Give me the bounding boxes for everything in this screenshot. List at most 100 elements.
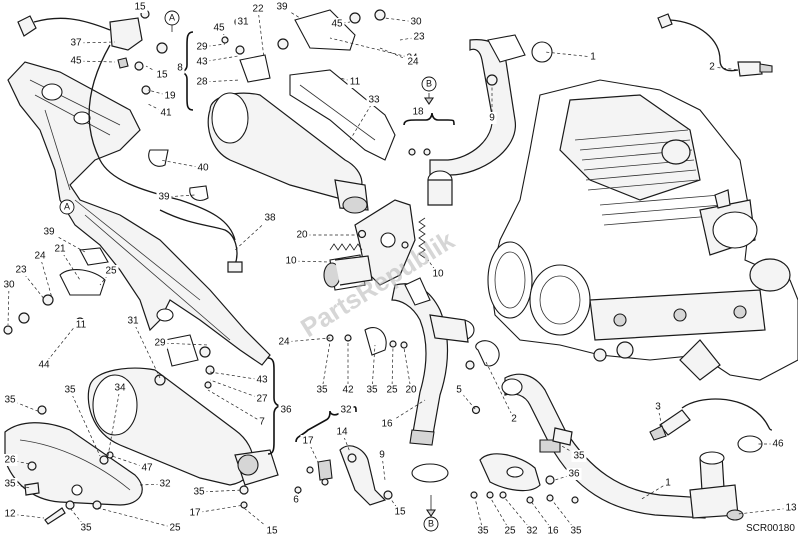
- callout-label-bg: [1, 279, 17, 291]
- callout-label: 29: [154, 338, 166, 349]
- callout-label: 35: [570, 526, 582, 537]
- front-down-pipe: [391, 277, 481, 483]
- callout-label-bg: [152, 337, 168, 349]
- callout-label-bg: [300, 435, 316, 447]
- callout-label-bg: [175, 62, 185, 74]
- callout-label-bg: [2, 394, 18, 406]
- callout-label: 35: [316, 385, 328, 396]
- callout-label-bg: [68, 37, 84, 49]
- spring-right: [418, 217, 426, 259]
- callout-label-bg: [162, 90, 178, 102]
- callout-label-bg: [2, 478, 18, 490]
- callout-label-bg: [41, 226, 57, 238]
- callout-label-bg: [329, 18, 345, 30]
- callout-label: 34: [114, 383, 126, 394]
- ref-marker-a-top: A: [164, 10, 180, 32]
- callout-label: 25: [504, 526, 516, 537]
- callout-label: 24: [278, 337, 290, 348]
- callout-label: 1: [665, 478, 671, 489]
- callout-label-bg: [264, 525, 280, 537]
- callout-label: 8: [177, 63, 183, 74]
- callout-label: 31: [127, 316, 139, 327]
- callout-label: 35: [193, 487, 205, 498]
- callout-label-bg: [487, 112, 497, 124]
- callout-label-bg: [783, 502, 798, 514]
- lower-muffler: [87, 334, 279, 486]
- callout-leader: [69, 389, 101, 457]
- callout-label: 32: [340, 405, 352, 416]
- callout-label-bg: [653, 401, 663, 413]
- callout-leader: [737, 507, 792, 515]
- callout-label: 9: [379, 450, 385, 461]
- callout-label: 7: [259, 417, 265, 428]
- callout-label-bg: [340, 384, 356, 396]
- callout-label: 42: [342, 385, 354, 396]
- callout-leader: [711, 66, 741, 71]
- callout-label: 25: [386, 385, 398, 396]
- callout-label: 35: [366, 385, 378, 396]
- callout-leader: [7, 284, 10, 326]
- callout-label: 23: [413, 32, 425, 43]
- callout-label-bg: [132, 1, 148, 13]
- callout-label-bg: [663, 477, 673, 489]
- callout-label: 17: [189, 508, 201, 519]
- callout-label: 35: [80, 523, 92, 534]
- callout-leader: [139, 483, 166, 486]
- callout-label-bg: [187, 507, 203, 519]
- callout-leader: [283, 337, 331, 343]
- callout-label-bg: [194, 76, 210, 88]
- callout-label: 29: [196, 42, 208, 53]
- callout-label: 15: [134, 2, 146, 13]
- rear-subframe: [7, 61, 271, 366]
- callout-label-bg: [32, 250, 48, 262]
- callout-label: 35: [64, 385, 76, 396]
- callout-leader: [458, 389, 477, 411]
- callout-leader: [147, 103, 167, 114]
- ref-marker-b-top: B: [421, 76, 437, 105]
- callout-leader: [341, 431, 351, 453]
- callout-label: 45: [331, 19, 343, 30]
- callout-label-bg: [338, 404, 354, 416]
- oxygen-sensor-connector: [17, 9, 236, 241]
- sensor-clips: [539, 427, 573, 453]
- callout-leader: [371, 344, 376, 391]
- callout-leader: [349, 99, 375, 141]
- callout-label-bg: [291, 494, 301, 506]
- callout-label-bg: [403, 384, 419, 396]
- callout-label-bg: [78, 522, 94, 534]
- callout-label-bg: [379, 418, 395, 430]
- callout-label: 13: [785, 503, 797, 514]
- callout-label-bg: [139, 462, 155, 474]
- callout-label-bg: [377, 449, 387, 461]
- svg-text:A: A: [169, 12, 175, 22]
- callout-label: 25: [169, 523, 181, 534]
- callout-label-bg: [314, 384, 330, 396]
- callout-label: 39: [43, 227, 55, 238]
- callout-label: 37: [70, 38, 82, 49]
- callout-label: 20: [405, 385, 417, 396]
- callout-label: 10: [432, 269, 444, 280]
- upper-muffler: [207, 69, 396, 214]
- callout-label-bg: [524, 525, 540, 537]
- callout-label-bg: [167, 522, 183, 534]
- callout-label-bg: [62, 384, 78, 396]
- callout-leader: [201, 43, 226, 48]
- callout-label: 35: [4, 395, 16, 406]
- lower-rear-pipe: [501, 373, 773, 521]
- callout-label: 45: [213, 23, 225, 34]
- callout-label-bg: [568, 525, 584, 537]
- callout-label-bg: [454, 384, 464, 396]
- callout-label-bg: [254, 393, 270, 405]
- callout-label: 36: [280, 405, 292, 416]
- callout-label-bg: [283, 255, 299, 267]
- callout-label-bg: [13, 264, 29, 276]
- callout-label: 41: [160, 108, 172, 119]
- lower-left-heat-shield: [4, 422, 143, 506]
- callout-leader: [147, 89, 171, 97]
- callout-label-bg: [347, 76, 363, 88]
- callout-label: 38: [264, 213, 276, 224]
- callout-label-bg: [158, 107, 174, 119]
- callout-label-bg: [366, 94, 382, 106]
